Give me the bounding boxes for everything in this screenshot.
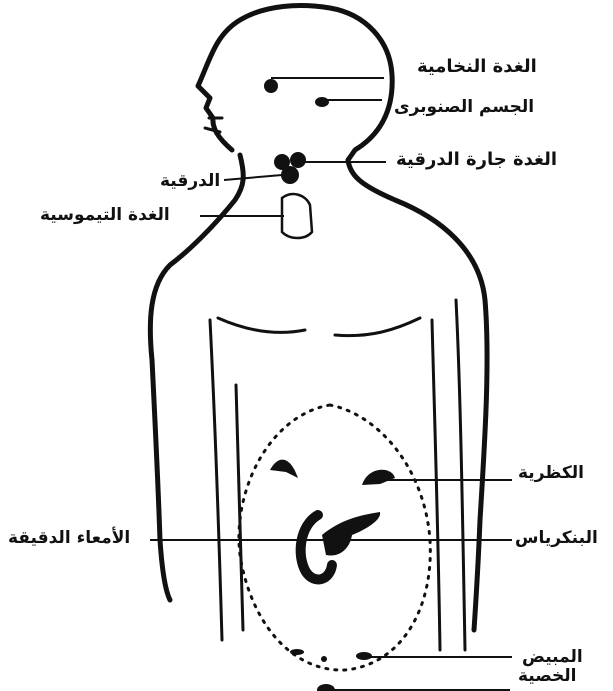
- head-outline: [198, 6, 392, 160]
- thymus-organ: [282, 194, 312, 238]
- pituitary-organ: [264, 79, 278, 93]
- leader-thyroid: [224, 175, 282, 180]
- right-arm-inner-1: [432, 320, 440, 650]
- adrenal-organ-right: [362, 470, 395, 485]
- pancreas-organ: [322, 512, 380, 556]
- right-arm-inner-2: [456, 300, 465, 650]
- label-pineal: الجسم الصنوبرى: [394, 99, 534, 116]
- chest-line-left: [218, 318, 305, 332]
- left-arm-inner-1: [210, 320, 222, 640]
- neck-right: [348, 160, 487, 630]
- adrenal-organ-left: [270, 460, 298, 478]
- label-testis: الخصية: [518, 668, 576, 685]
- label-pituitary: الغدة النخامية: [417, 58, 537, 76]
- label-ovary: المبيض: [522, 649, 583, 666]
- parathyroid-organ-2: [290, 152, 306, 168]
- ovary-dot: [321, 656, 327, 662]
- label-thyroid: الدرقية: [160, 173, 220, 190]
- chest-line-right: [335, 318, 420, 336]
- thyroid-organ: [281, 166, 299, 184]
- label-adrenal: الكظرية: [518, 465, 584, 482]
- label-thymus: الغدة التيموسية: [40, 207, 170, 224]
- ovary-organ-left: [290, 649, 304, 655]
- label-pancreas: البنكرياس: [515, 530, 598, 547]
- pineal-organ: [315, 97, 329, 107]
- label-small-intestine: الأمعاء الدقيقة: [8, 530, 130, 547]
- label-parathyroid: الغدة جارة الدرقية: [396, 151, 557, 169]
